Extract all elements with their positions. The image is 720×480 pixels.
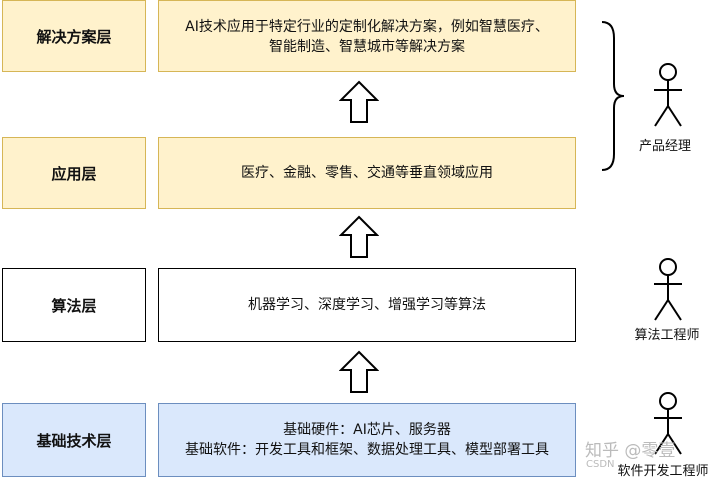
layer-label-algorithm: 算法层 (2, 268, 146, 342)
layer-title: 解决方案层 (36, 27, 112, 46)
desc-line: 智能制造、智慧城市等解决方案 (269, 39, 465, 55)
layer-label-solution: 解决方案层 (2, 0, 146, 72)
product-manager-actor-icon (654, 63, 682, 127)
watermark-text: 知乎 @零壹 (585, 441, 676, 461)
role-label: 算法工程师 (634, 328, 700, 343)
layer-desc-foundation: 基础硬件：AI芯片、服务器 基础软件：开发工具和框架、数据处理工具、模型部署工具 (158, 403, 576, 477)
role-label: 软件开发工程师 (617, 464, 709, 479)
up-arrow-icon (339, 80, 379, 123)
watermark-small: CSDN (586, 459, 615, 470)
layer-desc-application: 医疗、金融、零售、交通等垂直领域应用 (158, 137, 576, 209)
software-engineer-actor-icon (654, 392, 682, 455)
up-arrow-icon (339, 350, 379, 393)
up-arrow-icon (339, 215, 379, 258)
desc-line: 机器学习、深度学习、增强学习等算法 (248, 297, 486, 313)
desc-line: 医疗、金融、零售、交通等垂直领域应用 (241, 165, 493, 181)
curly-brace-icon (601, 21, 625, 171)
layer-label-foundation: 基础技术层 (2, 403, 146, 477)
layer-desc-solution: AI技术应用于特定行业的定制化解决方案，例如智慧医疗、 智能制造、智慧城市等解决… (158, 0, 576, 72)
desc-line: AI技术应用于特定行业的定制化解决方案，例如智慧医疗、 (185, 19, 549, 35)
layer-desc-algorithm: 机器学习、深度学习、增强学习等算法 (158, 268, 576, 342)
algorithm-engineer-actor-icon (654, 258, 682, 321)
layer-label-application: 应用层 (2, 137, 146, 209)
desc-line: 基础硬件：AI芯片、服务器 (283, 422, 451, 438)
desc-line: 基础软件：开发工具和框架、数据处理工具、模型部署工具 (185, 442, 549, 458)
layer-title: 算法层 (51, 296, 97, 315)
role-label: 产品经理 (638, 139, 691, 154)
layer-title: 应用层 (51, 164, 97, 183)
layer-title: 基础技术层 (36, 431, 112, 450)
